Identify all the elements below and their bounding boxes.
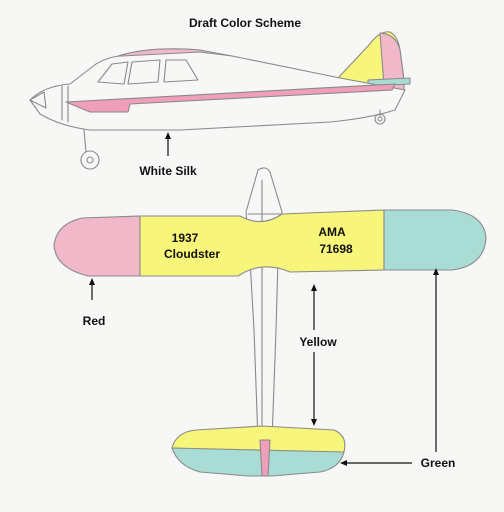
nose-cone bbox=[29, 91, 47, 109]
label-red: Red bbox=[83, 314, 106, 328]
window-front bbox=[97, 61, 129, 85]
label-yellow: Yellow bbox=[299, 335, 337, 349]
stabilizer-top-green bbox=[171, 447, 345, 477]
label-green: Green bbox=[421, 456, 456, 470]
window-rear bbox=[163, 59, 199, 83]
stabilizer-top-yellow bbox=[171, 425, 346, 453]
wing-text-number: 71698 bbox=[319, 242, 353, 256]
fuselage-stripe-red bbox=[65, 83, 396, 113]
wing-tip-right-green bbox=[383, 209, 487, 271]
main-wheel bbox=[80, 150, 100, 170]
wing-text-ama: AMA bbox=[318, 225, 346, 239]
wing-text-year: 1937 bbox=[172, 231, 199, 245]
rudder-top-red bbox=[259, 439, 271, 477]
fuselage-top bbox=[245, 167, 283, 441]
wing-tip-left-red bbox=[53, 215, 141, 277]
window-middle bbox=[127, 59, 161, 85]
tail-fin-red bbox=[379, 32, 405, 93]
page-title: Draft Color Scheme bbox=[189, 16, 301, 30]
side-view-airplane bbox=[29, 31, 411, 170]
top-view-airplane bbox=[53, 167, 487, 477]
label-white-silk: White Silk bbox=[139, 164, 197, 178]
wing-text-name: Cloudster bbox=[164, 247, 220, 261]
tail-wheel bbox=[374, 113, 386, 125]
main-gear-strut bbox=[83, 129, 87, 153]
